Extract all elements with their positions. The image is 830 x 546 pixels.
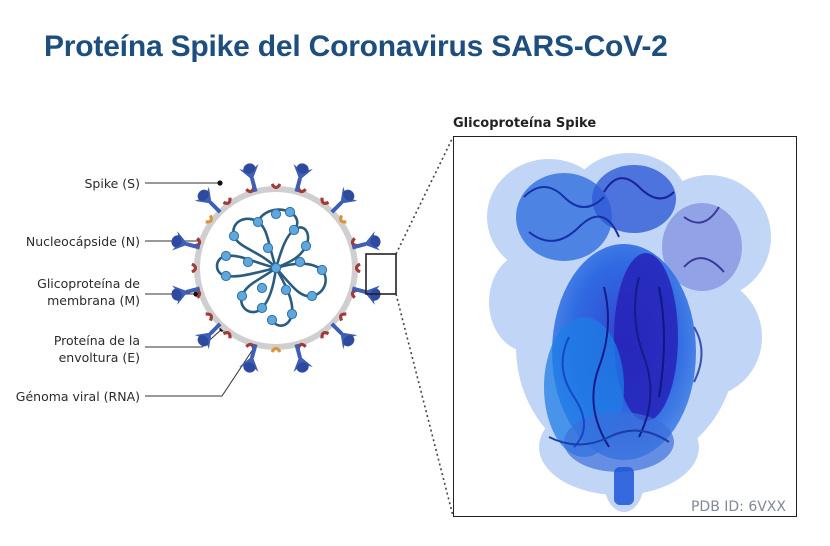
nucleocapsid-bead bbox=[220, 250, 232, 262]
label-envelope-protein: Proteína de la envoltura (E) bbox=[10, 332, 140, 366]
nucleocapsid-bead bbox=[284, 206, 296, 218]
spike-protein bbox=[194, 186, 222, 214]
nucleocapsid-bead bbox=[280, 284, 292, 296]
membrane-protein bbox=[339, 312, 347, 322]
membrane-protein bbox=[270, 183, 282, 190]
membrane-protein bbox=[205, 312, 213, 322]
spike-protein bbox=[171, 231, 201, 251]
zoom-line-bottom bbox=[395, 293, 454, 517]
spike-protein-structure: PDB ID: 6VXX bbox=[487, 153, 786, 515]
nucleocapsid-bead bbox=[262, 242, 274, 254]
nucleocapsid-bead bbox=[266, 314, 278, 326]
label-nucleocapsid-text: Nucleocápside (N) bbox=[25, 234, 140, 249]
panel-title: Glicoproteína Spike bbox=[453, 116, 597, 131]
nucleocapsid-bead bbox=[256, 282, 268, 294]
zoom-line-top bbox=[395, 136, 454, 255]
nucleocapsid-bead bbox=[294, 256, 306, 268]
membrane-protein bbox=[354, 262, 361, 274]
membrane-protein bbox=[222, 197, 232, 205]
label-genome: Génoma viral (RNA) bbox=[0, 388, 140, 405]
spike-protein bbox=[239, 343, 259, 373]
nucleocapsid-bead bbox=[252, 216, 264, 228]
membrane-protein bbox=[320, 331, 330, 339]
label-genome-text: Génoma viral (RNA) bbox=[15, 389, 140, 404]
membrane-protein bbox=[191, 262, 198, 274]
spike-protein bbox=[351, 231, 381, 251]
protein-ribbons bbox=[523, 177, 725, 448]
label-membrane-line1: Glicoproteína de bbox=[37, 276, 140, 291]
nucleocapsid-bead bbox=[236, 290, 248, 302]
label-spike: Spike (S) bbox=[40, 175, 141, 192]
label-spike-text: Spike (S) bbox=[84, 176, 141, 191]
envelope-protein bbox=[270, 346, 282, 353]
pointer-dot-spike bbox=[217, 180, 223, 186]
nucleocapsid-proteins bbox=[220, 206, 328, 326]
membrane-protein bbox=[222, 331, 232, 339]
envelope-protein bbox=[205, 214, 213, 224]
pdb-id-label: PDB ID: 6VXX bbox=[691, 499, 786, 515]
label-membrane-line2: membrana (M) bbox=[47, 293, 140, 308]
envelope-protein bbox=[339, 214, 347, 224]
label-envelope-line1: Proteína de la bbox=[53, 333, 140, 348]
label-nucleocapsid: Nucleocápside (N) bbox=[10, 233, 140, 250]
nucleocapsid-bead bbox=[306, 290, 318, 302]
leader-line-envelope bbox=[145, 328, 223, 348]
spike-protein bbox=[330, 186, 358, 214]
page-title: Proteína Spike del Coronavirus SARS-CoV-… bbox=[44, 30, 668, 63]
spike-protein bbox=[293, 163, 313, 193]
spike-highlight-box bbox=[365, 253, 397, 295]
nucleocapsid-bead bbox=[256, 302, 268, 314]
spike-structure-panel: PDB ID: 6VXX bbox=[453, 136, 797, 517]
nucleocapsid-bead bbox=[270, 262, 282, 274]
label-membrane-protein: Glicoproteína de membrana (M) bbox=[10, 275, 140, 309]
spike-protein bbox=[293, 343, 313, 373]
nucleocapsid-bead bbox=[242, 256, 254, 268]
spike-protein bbox=[330, 322, 358, 350]
spike-proteins bbox=[171, 163, 381, 373]
nucleocapsid-bead bbox=[220, 270, 232, 282]
nucleocapsid-bead bbox=[286, 308, 298, 320]
nucleocapsid-bead bbox=[316, 264, 328, 276]
nucleocapsid-bead bbox=[288, 224, 300, 236]
label-envelope-line2: envoltura (E) bbox=[58, 350, 140, 365]
membrane-protein bbox=[320, 197, 330, 205]
spike-protein bbox=[194, 322, 222, 350]
nucleocapsid-bead bbox=[300, 240, 312, 252]
nucleocapsid-bead bbox=[228, 230, 240, 242]
nucleocapsid-bead bbox=[270, 208, 282, 220]
spike-protein bbox=[239, 163, 259, 193]
spike-protein bbox=[171, 285, 201, 305]
